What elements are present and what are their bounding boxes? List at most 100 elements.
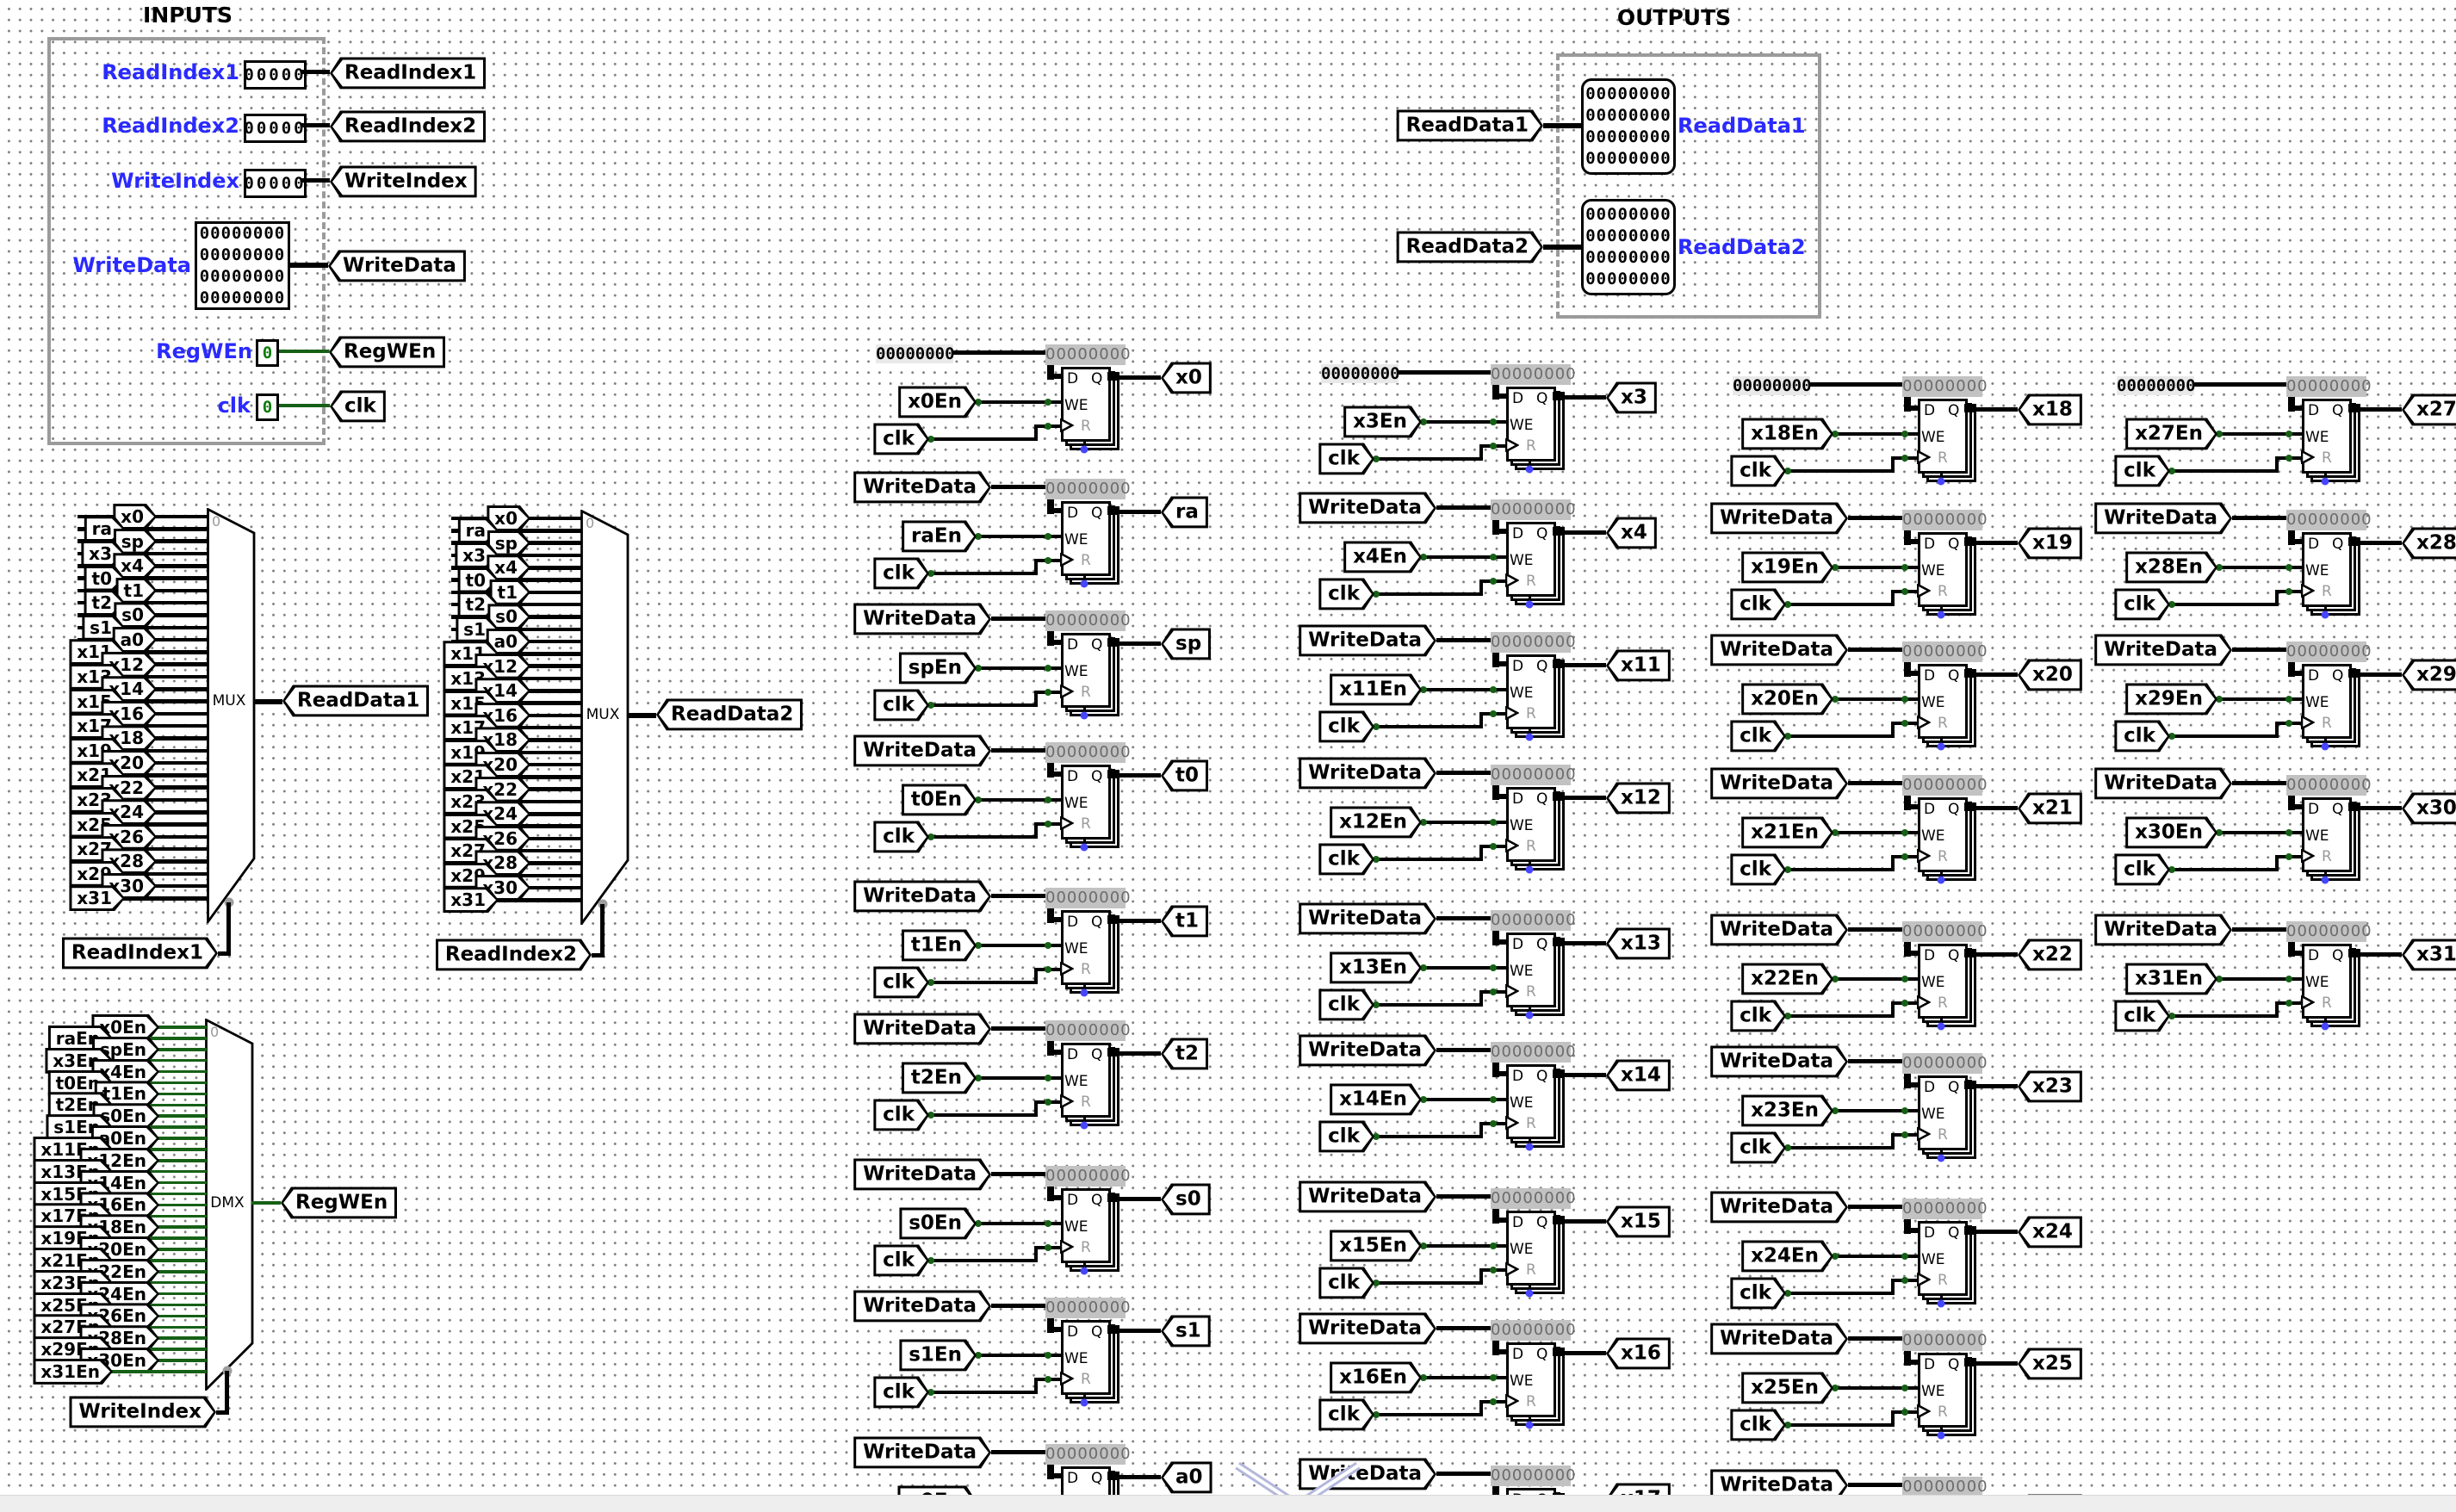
tunnel-writedata-a0[interactable]: WriteData [853, 1436, 991, 1468]
register-t0[interactable] [1061, 765, 1111, 840]
tunnel-enable-x15En[interactable]: x15En [1330, 1230, 1422, 1261]
tunnel-out-t0[interactable]: t0 [1161, 759, 1208, 792]
tunnel-enable-x25En[interactable]: x25En [1741, 1372, 1833, 1404]
tunnel-enable-x30En[interactable]: x30En [2125, 816, 2217, 848]
tunnel-clk-x3[interactable]: clk [1318, 443, 1374, 474]
tunnel-out-ra[interactable]: ra [1161, 496, 1208, 529]
dmx-body[interactable] [205, 1018, 254, 1394]
register-value-probe-x18[interactable]: 00000000 [1902, 376, 1988, 397]
tunnel-writedata-x22[interactable]: WriteData [1710, 914, 1848, 945]
register-value-probe-x30[interactable]: 00000000 [2286, 775, 2372, 796]
tunnel-writedata-x31[interactable]: WriteData [2094, 914, 2232, 945]
tunnel-out-s0[interactable]: s0 [1161, 1183, 1211, 1216]
register-x18[interactable] [1918, 399, 1968, 474]
register-value-probe-x31[interactable]: 00000000 [2286, 921, 2372, 942]
register-value-probe-ra[interactable]: 00000000 [1045, 479, 1132, 499]
tunnel-enable-x24En[interactable]: x24En [1741, 1240, 1833, 1272]
tunnel-out-x27[interactable]: x27 [2402, 393, 2456, 426]
tunnel-clk-x23[interactable]: clk [1730, 1131, 1786, 1163]
register-x29[interactable] [2302, 664, 2352, 739]
tunnel-enable-x20En[interactable]: x20En [1741, 683, 1833, 715]
clock-triangle-icon[interactable] [1059, 417, 1075, 436]
tunnel-out-x24[interactable]: x24 [2018, 1216, 2082, 1249]
register-value-probe-x19[interactable]: 00000000 [1902, 510, 1988, 530]
clock-triangle-icon[interactable] [1916, 1271, 1932, 1290]
tunnel-enable-x22En[interactable]: x22En [1741, 963, 1833, 995]
tunnel-dmx-t1En[interactable]: t1En [95, 1081, 159, 1106]
tunnel-clk-x25[interactable]: clk [1730, 1409, 1786, 1441]
clock-triangle-icon[interactable] [1059, 1370, 1075, 1389]
register-x23[interactable] [1918, 1075, 1968, 1150]
register-value-probe-x29[interactable]: 00000000 [2286, 641, 2372, 662]
register-s1[interactable] [1061, 1320, 1111, 1395]
register-value-probe-x27[interactable]: 00000000 [2286, 376, 2372, 397]
register-value-probe-x20[interactable]: 00000000 [1902, 641, 1988, 662]
register-x25[interactable] [1918, 1353, 1968, 1428]
tunnel-writedata-sp[interactable]: WriteData [853, 603, 991, 635]
register-x13[interactable] [1506, 933, 1556, 1007]
tunnel-writedata-x29[interactable]: WriteData [2094, 634, 2232, 666]
pin-writeindex[interactable]: 00000 [244, 169, 307, 198]
tunnel-writedata-s0[interactable]: WriteData [853, 1158, 991, 1190]
register-x27[interactable] [2302, 399, 2352, 474]
register-x20[interactable] [1918, 664, 1968, 739]
mux1-body[interactable] [207, 507, 256, 926]
tunnel-writedata-x15[interactable]: WriteData [1299, 1180, 1436, 1212]
clock-triangle-icon[interactable] [1504, 704, 1520, 723]
register-value-probe-a0[interactable]: 00000000 [1045, 1444, 1132, 1465]
tunnel-readindex1-in[interactable]: ReadIndex1 [330, 57, 487, 90]
register-sp[interactable] [1061, 633, 1111, 708]
tunnel-out-x23[interactable]: x23 [2018, 1070, 2082, 1103]
tunnel-enable-t1En[interactable]: t1En [902, 929, 977, 961]
tunnel-writedata-x12[interactable]: WriteData [1299, 757, 1436, 789]
tunnel-writedata-x19[interactable]: WriteData [1710, 502, 1848, 534]
register-x21[interactable] [1918, 797, 1968, 872]
clock-triangle-icon[interactable] [1916, 582, 1932, 601]
register-value-probe-x22[interactable]: 00000000 [1902, 921, 1988, 942]
tunnel-writedata-x11[interactable]: WriteData [1299, 624, 1436, 656]
register-value-probe-sp[interactable]: 00000000 [1045, 610, 1132, 631]
tunnel-enable-x13En[interactable]: x13En [1330, 951, 1422, 983]
clock-triangle-icon[interactable] [1504, 1114, 1520, 1133]
tunnel-writedata-x16[interactable]: WriteData [1299, 1312, 1436, 1344]
clock-triangle-icon[interactable] [2300, 582, 2316, 601]
tunnel-enable-x23En[interactable]: x23En [1741, 1094, 1833, 1126]
tunnel-mux1-ra[interactable]: ra [84, 516, 125, 542]
clock-triangle-icon[interactable] [1504, 982, 1520, 1001]
register-value-probe-x12[interactable]: 00000000 [1491, 765, 1577, 785]
tunnel-out-x18[interactable]: x18 [2018, 393, 2082, 426]
tunnel-enable-x12En[interactable]: x12En [1330, 806, 1422, 838]
register-x4[interactable] [1506, 522, 1556, 597]
tunnel-mux2-select[interactable]: ReadIndex2 [436, 939, 592, 970]
tunnel-enable-t0En[interactable]: t0En [902, 784, 977, 815]
pin-readdata1[interactable]: 00000000 00000000 00000000 00000000 [1581, 78, 1676, 175]
clock-triangle-icon[interactable] [1059, 1238, 1075, 1257]
tunnel-out-x13[interactable]: x13 [1606, 927, 1671, 960]
tunnel-dmx-select[interactable]: WriteIndex [69, 1396, 216, 1428]
tunnel-readdata1-out[interactable]: ReadData1 [1397, 109, 1543, 141]
register-value-probe-x25[interactable]: 00000000 [1902, 1330, 1988, 1351]
tunnel-clk-x27[interactable]: clk [2114, 455, 2170, 486]
register-value-probe-x4[interactable]: 00000000 [1491, 499, 1577, 520]
tunnel-writedata-in[interactable]: WriteData [328, 250, 466, 282]
register-value-probe-x15[interactable]: 00000000 [1491, 1188, 1577, 1209]
tunnel-mux1-sp[interactable]: sp [114, 529, 157, 555]
register-value-probe-x28[interactable]: 00000000 [2286, 510, 2372, 530]
tunnel-out-x31[interactable]: x31 [2402, 939, 2456, 971]
tunnel-writedata-x14[interactable]: WriteData [1299, 1034, 1436, 1066]
register-x22[interactable] [1918, 944, 1968, 1019]
tunnel-out-s1[interactable]: s1 [1161, 1315, 1211, 1348]
clock-triangle-icon[interactable] [1916, 714, 1932, 733]
tunnel-mux2-out[interactable]: ReadData2 [656, 698, 803, 731]
register-t1[interactable] [1061, 910, 1111, 985]
tunnel-mux1-x0[interactable]: x0 [113, 504, 157, 530]
register-x3[interactable] [1506, 387, 1556, 462]
tunnel-clk-x29[interactable]: clk [2114, 720, 2170, 752]
register-x14[interactable] [1506, 1064, 1556, 1139]
tunnel-clk-x15[interactable]: clk [1318, 1267, 1374, 1298]
clock-triangle-icon[interactable] [1059, 551, 1075, 570]
clock-triangle-icon[interactable] [1059, 683, 1075, 702]
tunnel-enable-x3En[interactable]: x3En [1343, 406, 1422, 437]
clock-triangle-icon[interactable] [1504, 837, 1520, 856]
tunnel-clk-sp[interactable]: clk [873, 689, 929, 721]
